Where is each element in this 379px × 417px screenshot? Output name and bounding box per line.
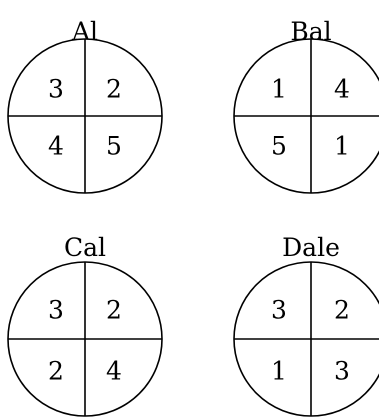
quadrant-bottom-left: 2 [48,357,64,386]
quadrant-bottom-left: 5 [271,132,287,161]
circle-title: Cal [64,233,106,262]
circle-bal: Bal 1 4 5 1 [233,17,379,194]
quadrant-top-right: 4 [334,75,350,104]
quadrant-top-right: 2 [106,296,122,325]
quadrant-top-right: 2 [106,75,122,104]
quadrant-bottom-left: 4 [48,132,64,161]
quadrant-top-left: 3 [48,296,64,325]
quadrant-bottom-left: 1 [271,357,287,386]
quadrant-bottom-right: 4 [106,357,122,386]
quadrant-top-left: 3 [48,75,64,104]
quadrant-bottom-right: 1 [334,132,350,161]
quadrant-bottom-right: 5 [106,132,122,161]
circle-title: Dale [282,233,340,262]
circle-dale: Dale 3 2 1 3 [233,233,379,417]
quadrant-top-left: 3 [271,296,287,325]
quadrant-bottom-right: 3 [334,357,350,386]
quadrant-top-right: 2 [334,296,350,325]
quadrant-top-left: 1 [271,75,287,104]
circle-cal: Cal 3 2 2 4 [7,233,163,417]
circle-al: Al 3 2 4 5 [7,17,163,194]
